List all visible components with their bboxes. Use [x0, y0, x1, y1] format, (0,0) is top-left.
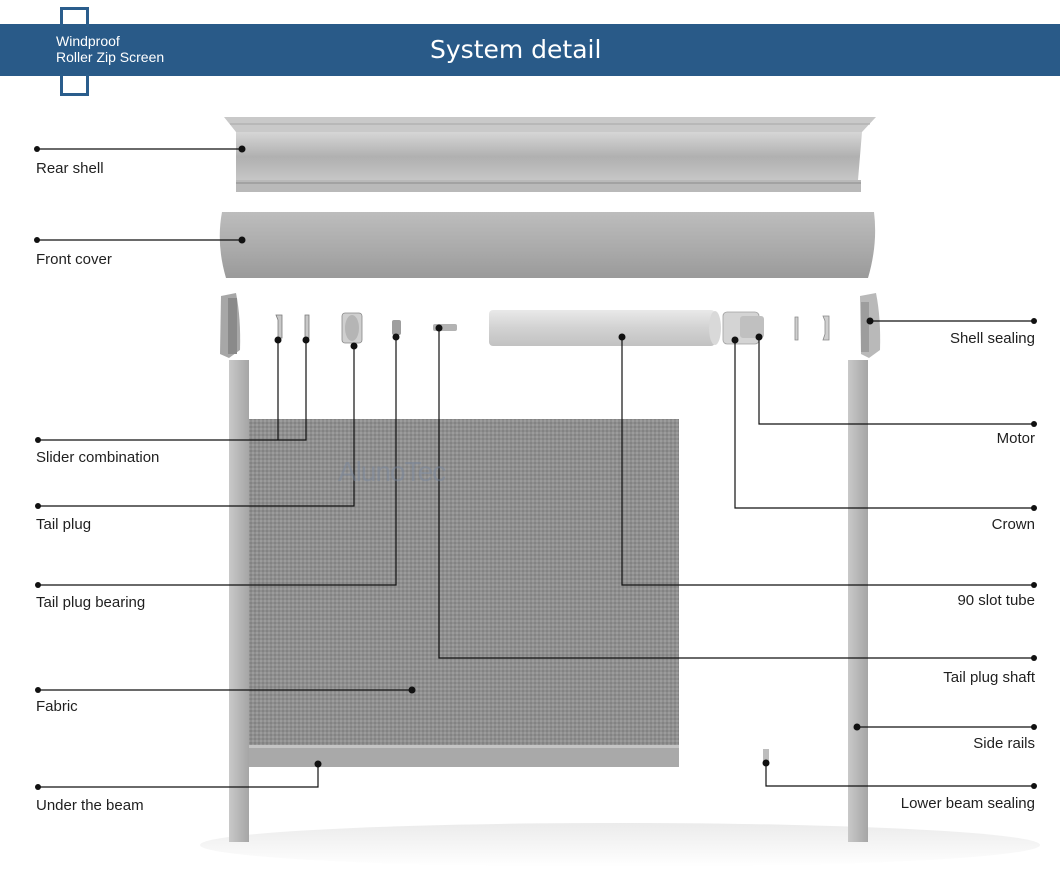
label-shell-sealing: Shell sealing: [949, 330, 1035, 347]
left-end-cap: [220, 293, 241, 358]
slot-tube-part: [489, 310, 721, 346]
left-side-rail: [229, 360, 249, 842]
lower-beam-sealing-part: [763, 749, 769, 765]
slider-pieces-left: [275, 314, 310, 339]
header-banner: [0, 24, 1060, 76]
tail-plug-bearing-part: [392, 320, 401, 335]
brand-frame-top: [60, 7, 89, 27]
brand-frame-bottom: [60, 74, 89, 96]
page-title: System detail: [430, 35, 602, 64]
label-slider-combination: Slider combination: [36, 449, 160, 466]
label-tail-plug-shaft: Tail plug shaft: [943, 669, 1035, 686]
motor-crown-part: [722, 311, 764, 345]
tail-plug-part: [341, 312, 363, 344]
label-motor: Motor: [996, 430, 1035, 447]
brand-label: Windproof Roller Zip Screen: [56, 33, 256, 65]
fabric-panel: [249, 419, 679, 745]
label-tail-plug-bearing: Tail plug bearing: [36, 594, 146, 611]
label-under-the-beam: Under the beam: [36, 797, 144, 814]
brand-line-2: Roller Zip Screen: [56, 49, 165, 65]
leader-lines: [37, 148, 1034, 788]
front-cover-part: [219, 212, 876, 278]
bottom-beam: [249, 745, 679, 767]
rear-shell-part: [224, 117, 876, 192]
slider-pieces-right: [794, 315, 830, 341]
label-fabric: Fabric: [36, 698, 78, 715]
leader-dots: [34, 145, 1037, 790]
label-lower-beam-sealing: Lower beam sealing: [900, 795, 1035, 812]
floor-shadow: [200, 823, 1040, 867]
watermark-logo: AlunoTec: [338, 456, 446, 487]
label-front-cover: Front cover: [36, 251, 112, 268]
label-crown: Crown: [991, 516, 1035, 533]
label-90-slot-tube: 90 slot tube: [957, 592, 1035, 609]
label-rear-shell: Rear shell: [36, 160, 104, 177]
brand-line-1: Windproof: [56, 33, 120, 49]
label-tail-plug: Tail plug: [36, 516, 92, 533]
label-side-rails: Side rails: [973, 735, 1035, 752]
right-end-cap: [860, 293, 881, 358]
right-side-rail: [848, 360, 868, 842]
